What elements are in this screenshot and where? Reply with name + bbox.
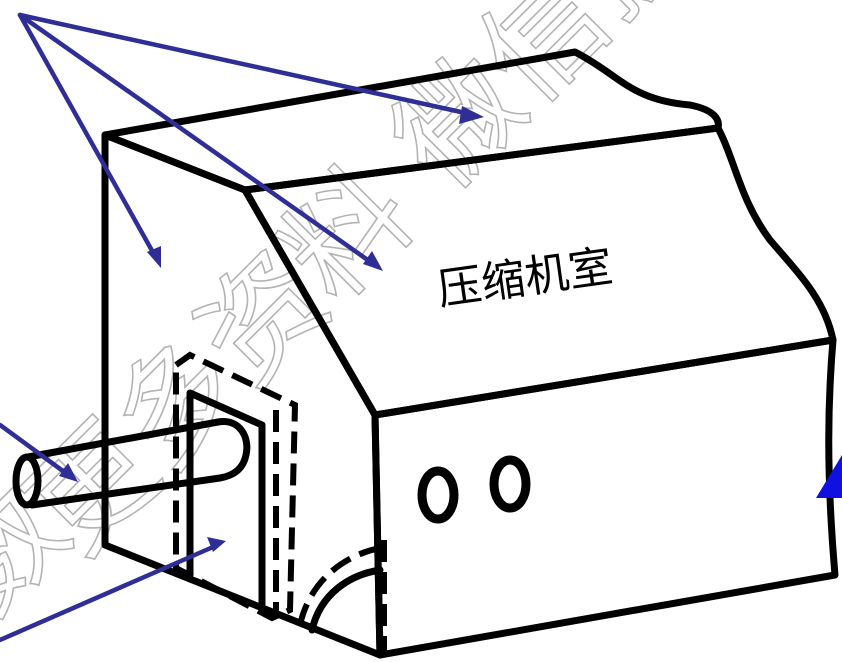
- roof-back: [101, 48, 722, 194]
- pipe-end: [12, 453, 42, 509]
- door-swing-arc: [297, 545, 381, 626]
- arrows: [0, 12, 484, 643]
- door-frame-edge: [186, 389, 266, 614]
- arrow-2-shaft: [17, 12, 158, 259]
- arrow-3-head: [363, 251, 383, 271]
- arrow-1-shaft: [17, 12, 473, 117]
- roof-slope: [241, 124, 837, 419]
- front-wall: [371, 336, 839, 659]
- arrow-4-shaft: [0, 422, 70, 477]
- door-frame-outer: [173, 351, 299, 622]
- vents: [417, 455, 531, 524]
- arrow-4-head: [59, 463, 78, 482]
- pipe-body: [24, 418, 251, 509]
- arrow-2-head: [147, 246, 161, 268]
- arrow-1-head: [459, 106, 484, 124]
- arrow-5-shaft: [0, 544, 216, 643]
- room-label: 压缩机室: [434, 241, 615, 316]
- arrow-3-shaft: [17, 12, 375, 266]
- vent-right: [489, 455, 531, 513]
- door-swing: [297, 540, 387, 652]
- blue-triangle-icon: [816, 455, 842, 498]
- door-swing-arc-inner: [308, 566, 384, 634]
- pipe: [12, 418, 251, 509]
- room-body: [101, 48, 839, 659]
- arrow-5-head: [207, 537, 226, 552]
- vent-left: [417, 466, 459, 524]
